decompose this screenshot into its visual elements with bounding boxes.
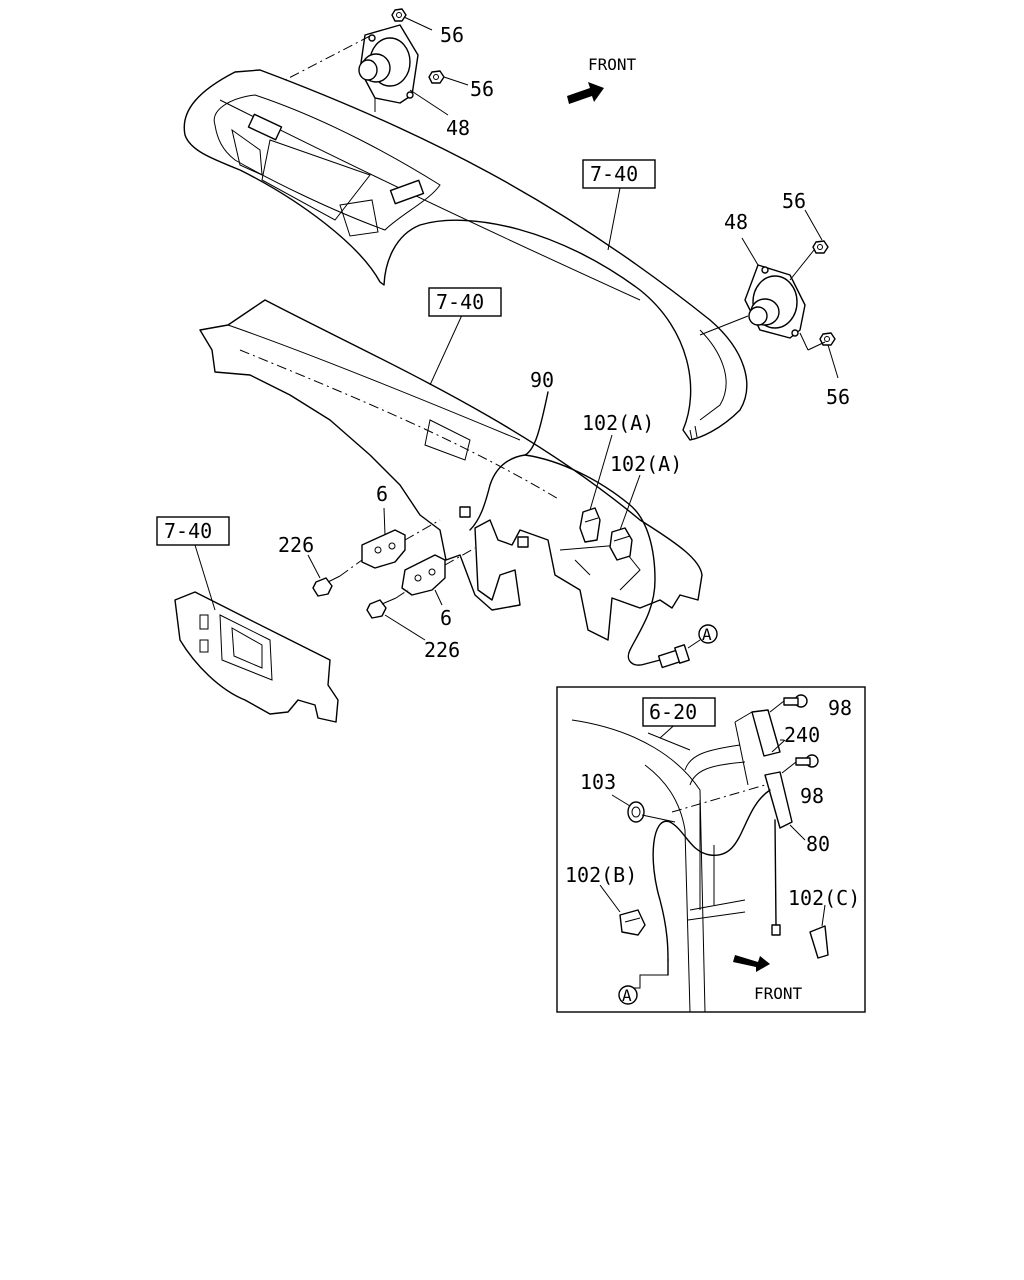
label-102a-b: 102(A) <box>610 452 682 476</box>
label-98-b: 98 <box>800 784 824 808</box>
speaker-left-icon <box>358 24 419 104</box>
connector-a-inset-icon <box>618 985 638 1005</box>
ref-6-20: 6-20 <box>649 700 697 724</box>
label-102c: 102(C) <box>788 886 860 910</box>
label-56-d: 56 <box>826 385 850 409</box>
label-6-b: 6 <box>440 606 452 630</box>
lower-left-cover <box>174 591 339 723</box>
nut-56-c-icon <box>812 240 829 254</box>
ref-box-7-40-mid <box>428 287 502 317</box>
front-label-inset: FRONT <box>754 984 803 1003</box>
lower-dash-frame <box>199 299 703 641</box>
front-arrow-top-icon <box>567 82 604 104</box>
label-56-c: 56 <box>782 189 806 213</box>
label-98-a: 98 <box>828 696 852 720</box>
upper-dash-panel <box>183 69 748 441</box>
front-arrow-inset-icon <box>733 955 770 972</box>
clip-102c-icon <box>809 925 829 959</box>
bracket-6-a-icon <box>361 529 406 569</box>
inset-detail <box>556 686 866 1013</box>
label-102a-a: 102(A) <box>582 411 654 435</box>
ref-box-7-40-left <box>156 516 230 546</box>
nut-56-a-icon <box>391 8 407 22</box>
label-80: 80 <box>806 832 830 856</box>
clip-102a-b-icon <box>609 527 633 561</box>
bolt-226-b-icon <box>366 597 397 619</box>
connector-a-icon <box>698 624 718 644</box>
label-226-a: 226 <box>278 533 314 557</box>
connector-a-inset-label: A <box>622 986 632 1005</box>
ref-7-40-left: 7-40 <box>164 519 212 543</box>
label-102b: 102(B) <box>565 863 637 887</box>
label-48-b: 48 <box>724 210 748 234</box>
label-103: 103 <box>580 770 616 794</box>
ref-7-40-mid: 7-40 <box>436 290 484 314</box>
harness-cable-90 <box>469 391 701 669</box>
speaker-right-icon <box>744 264 806 339</box>
grommet-103-icon <box>627 801 645 823</box>
connector-a-label: A <box>702 625 712 644</box>
label-90: 90 <box>530 368 554 392</box>
label-56-b: 56 <box>470 77 494 101</box>
bracket-6-b-icon <box>401 554 446 596</box>
ref-7-40-top: 7-40 <box>590 162 638 186</box>
bolt-226-a-icon <box>312 575 341 597</box>
screw-98-b-icon <box>795 754 819 768</box>
label-226-b: 226 <box>424 638 460 662</box>
ref-box-6-20 <box>642 697 716 727</box>
front-label-top: FRONT <box>588 55 637 74</box>
clip-102a-a-icon <box>579 507 601 543</box>
screw-98-a-icon <box>783 694 808 708</box>
clip-102b-icon <box>619 909 646 936</box>
label-240: 240 <box>784 723 820 747</box>
ref-box-7-40-top <box>582 159 656 189</box>
label-6-a: 6 <box>376 482 388 506</box>
nut-56-d-icon <box>819 332 836 346</box>
nut-56-b-icon <box>428 70 445 84</box>
label-56-a: 56 <box>440 23 464 47</box>
label-48-a: 48 <box>446 116 470 140</box>
